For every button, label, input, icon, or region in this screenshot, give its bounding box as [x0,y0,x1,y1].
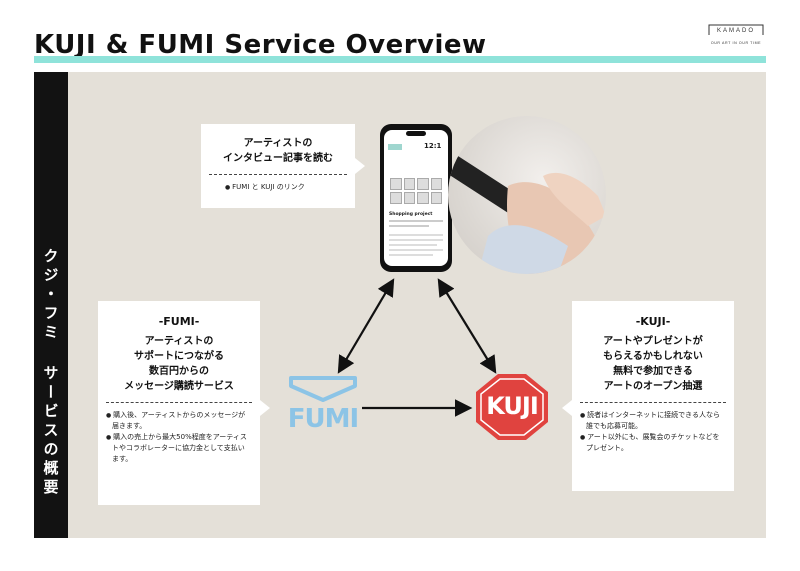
interview-note: FUMI と KUJI のリンク [231,182,345,193]
fumi-logo: FUMI [287,376,359,436]
kuji-heading: -KUJI- [635,315,671,328]
kuji-line-2: もらえるかもしれない [603,351,703,362]
kuji-note-1: 読者はインターネットに接続できる人なら誰でも応募可能。 [586,410,724,432]
logo-tagline: OUR ART IN OUR TIME [710,41,762,45]
fumi-logo-text: FUMI [287,404,359,434]
side-label: クジ・フミ サービスの概要 [41,248,60,498]
hand-phone-image [448,156,606,274]
kamado-logo: KAMADO OUR ART IN OUR TIME [705,22,767,52]
interview-pointer [355,158,365,174]
page-title: KUJI & FUMI Service Overview [34,30,487,60]
fumi-heading: -FUMI- [158,315,200,328]
interview-box: アーティストの インタビュー記事を読む FUMI と KUJI のリンク [201,124,355,208]
fumi-note-2: 購入の売上から最大50%程度をアーティストやコラボレーターに協力金として支払いま… [112,432,250,465]
phone-screen: 12:1 Shopping project [384,130,448,266]
fumi-pointer [260,400,270,416]
fumi-line-1: アーティストの [144,336,214,347]
kuji-note-2: アート以外にも、展覧会のチケットなどをプレゼント。 [586,432,724,454]
kuji-box: -KUJI- アートやプレゼントが もらえるかもしれない 無料で参加できる アー… [572,301,734,491]
kuji-line-1: アートやプレゼントが [603,336,703,347]
smartphone: 12:1 Shopping project [380,124,452,272]
logo-frame-icon [708,24,764,35]
title-underline [34,56,766,63]
fumi-line-3: 数百円からの [149,366,209,377]
arrow-phone-fumi [337,278,395,374]
kuji-line-3: 無料で参加できる [613,366,693,377]
divider [580,402,726,403]
interview-title-1: アーティストの [243,138,313,149]
fumi-box: -FUMI- アーティストの サポートにつながる 数百円からの メッセージ購読サ… [98,301,260,505]
arrow-phone-kuji [437,278,497,374]
phone-notch [406,131,426,136]
divider [209,174,347,175]
side-label-bar: クジ・フミ サービスの概要 [34,72,68,538]
icon-grid [390,178,442,204]
kuji-line-4: アートのオープン抽選 [603,381,703,392]
octagon-icon [476,374,548,440]
kuji-logo-text: KUJI [486,392,539,420]
phone-time: 12:1 [424,142,442,150]
fumi-line-4: メッセージ購読サービス [124,381,234,392]
interview-title-2: インタビュー記事を読む [223,153,333,164]
hand-holding-phone-photo [448,116,606,274]
kuji-pointer [562,400,572,416]
logo-name: KAMADO [716,28,755,34]
kuji-logo: KUJI [474,372,550,442]
fumi-note-1: 購入後、アーティストからのメッセージが届きます。 [112,410,250,432]
app-logo [388,144,402,150]
article-title: Shopping project [389,212,433,217]
envelope-icon [289,376,357,402]
fumi-line-2: サポートにつながる [134,351,224,362]
divider [106,402,252,403]
